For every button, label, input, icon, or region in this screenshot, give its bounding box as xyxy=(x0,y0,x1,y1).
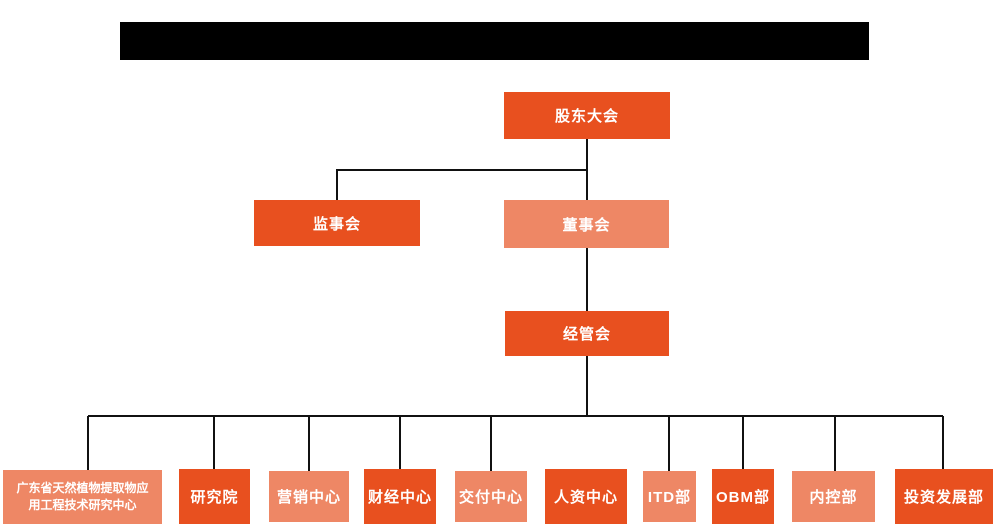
node-dept-gd-research-center: 广东省天然植物提取物应用工程技术研究中心 xyxy=(3,470,162,524)
node-management-committee: 经管会 xyxy=(505,311,669,356)
node-dept-itd: ITD部 xyxy=(643,471,696,522)
node-dept-internal-control: 内控部 xyxy=(792,471,875,522)
node-dept-finance-center: 财经中心 xyxy=(364,469,436,524)
node-dept-marketing-center: 营销中心 xyxy=(269,471,349,522)
node-shareholders-meeting: 股东大会 xyxy=(504,92,670,139)
node-dept-obm: OBM部 xyxy=(712,469,774,524)
node-supervisory-board: 监事会 xyxy=(254,200,420,246)
redacted-title-bar xyxy=(120,22,869,60)
node-dept-delivery-center: 交付中心 xyxy=(455,471,527,522)
node-dept-research-institute: 研究院 xyxy=(179,469,250,524)
node-dept-investment-development: 投资发展部 xyxy=(895,469,993,524)
node-board-of-directors: 董事会 xyxy=(504,200,669,248)
node-dept-hr-center: 人资中心 xyxy=(545,469,627,524)
